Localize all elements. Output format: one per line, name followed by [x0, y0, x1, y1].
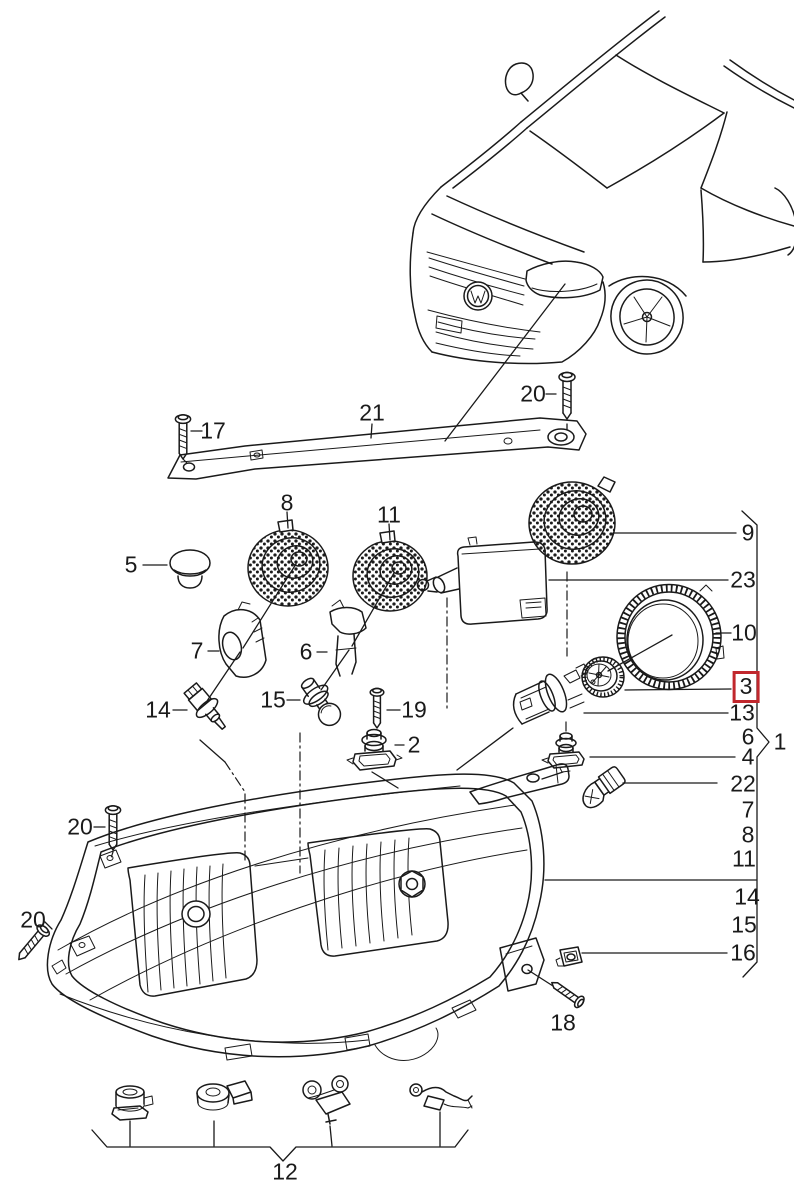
car-to-diagram-leader	[445, 284, 565, 441]
part-label-18[interactable]: 18	[550, 1009, 576, 1036]
part-label-15-left[interactable]: 15	[260, 686, 286, 713]
part-20-screw-top	[558, 371, 576, 430]
part-label-7-left[interactable]: 7	[190, 637, 204, 664]
part-label-15-right[interactable]: 15	[731, 911, 757, 938]
part-label-20-low[interactable]: 20	[20, 906, 46, 933]
part-16-clip-nut	[556, 947, 582, 966]
part-10-retaining-ring	[617, 585, 724, 690]
part-2-mounting-socket	[347, 730, 402, 771]
car-illustration	[410, 11, 794, 364]
group-1-bracket	[742, 511, 769, 977]
part-3-sealing-cap	[582, 657, 624, 697]
part-6-bulb-retainer-clip	[330, 600, 366, 676]
part-label-11-left[interactable]: 11	[377, 501, 401, 528]
part-label-12[interactable]: 12	[272, 1158, 298, 1185]
callout-leader-lines	[45, 394, 756, 986]
part-label-14-left[interactable]: 14	[145, 696, 171, 723]
part-label-14-right[interactable]: 14	[734, 883, 760, 910]
part-label-8-left[interactable]: 8	[280, 489, 294, 516]
part-label-23[interactable]: 23	[730, 566, 756, 593]
part-11-cover-cap	[353, 531, 427, 611]
part-15-bulb-holder	[294, 672, 347, 731]
part-label-2[interactable]: 2	[407, 731, 421, 758]
car-headlamp	[526, 261, 603, 298]
part-23-leveling-motor	[418, 537, 548, 624]
part-label-21[interactable]: 21	[359, 399, 385, 426]
part-label-6-left[interactable]: 6	[299, 638, 313, 665]
part-label-16[interactable]: 16	[730, 939, 756, 966]
part-label-13[interactable]: 13	[729, 699, 755, 726]
part-label-11-right[interactable]: 11	[732, 845, 756, 872]
part-label-7-right[interactable]: 7	[741, 796, 755, 823]
part-label-19[interactable]: 19	[401, 696, 427, 723]
part-12-bracket-kit	[92, 1076, 472, 1161]
part-label-17[interactable]: 17	[200, 417, 226, 444]
part-17-screw	[174, 414, 192, 464]
part-label-9[interactable]: 9	[741, 519, 755, 546]
part-21-bracket-strip	[168, 418, 586, 479]
part-8-cover-cap	[248, 520, 328, 606]
part-20-screw-mid	[104, 805, 122, 858]
car-mirror	[505, 63, 533, 101]
part-5-plug	[170, 550, 210, 588]
part-label-20-top[interactable]: 20	[520, 380, 546, 407]
part-label-4[interactable]: 4	[741, 743, 755, 770]
part-label-10[interactable]: 10	[731, 619, 757, 646]
part-label-8-right[interactable]: 8	[741, 821, 755, 848]
part-label-22[interactable]: 22	[730, 770, 756, 797]
front-wheel	[604, 273, 690, 360]
part-label-6-right[interactable]: 6	[741, 723, 755, 750]
part-label-3[interactable]: 3	[732, 671, 760, 703]
vw-emblem	[464, 282, 492, 310]
part-label-5[interactable]: 5	[124, 551, 138, 578]
part-14-bulb-socket	[180, 680, 233, 737]
part-9-cover-cap	[529, 477, 615, 564]
part-label-1[interactable]: 1	[773, 728, 787, 755]
part-13-h7-bulb	[514, 664, 588, 724]
part-label-20-mid[interactable]: 20	[67, 813, 93, 840]
part-7-bulb-retainer-clip	[219, 602, 266, 677]
